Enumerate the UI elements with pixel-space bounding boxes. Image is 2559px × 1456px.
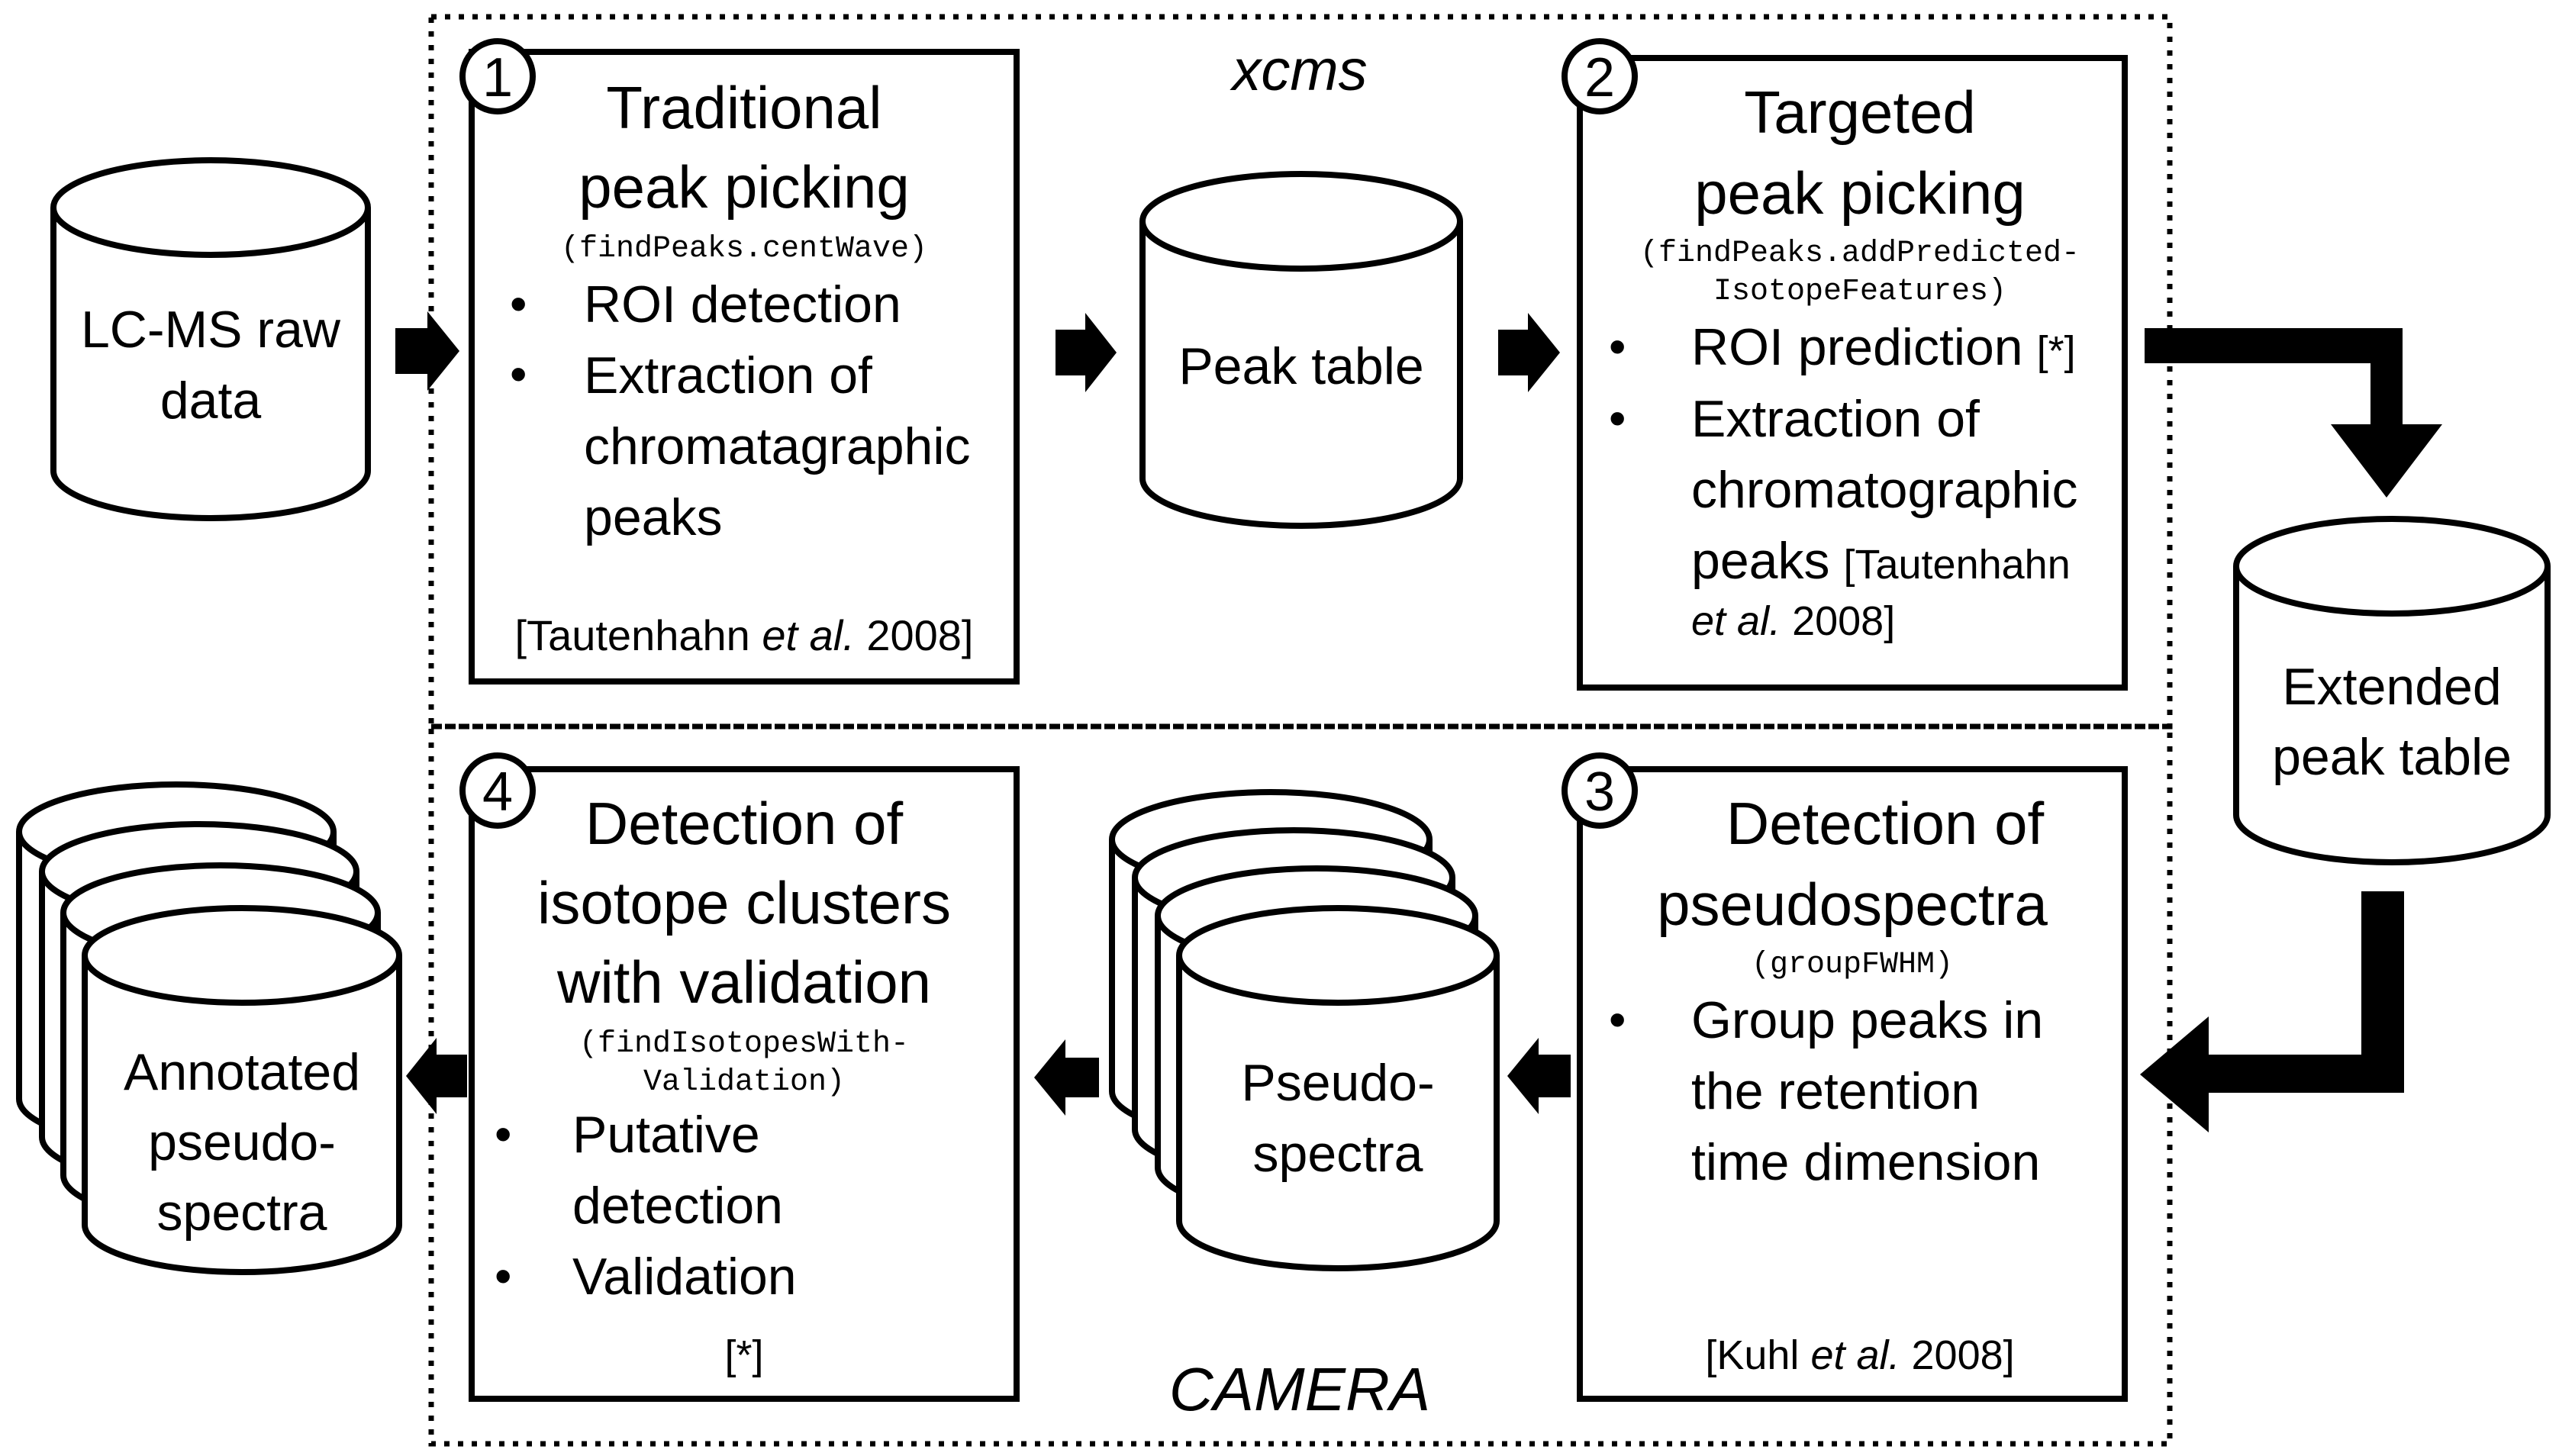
step-4-title-line-3: with validation — [556, 949, 931, 1016]
step-2-title-line-2: peak picking — [1694, 159, 2026, 227]
step-2-bullet-2-line-2: chromatographic — [1691, 461, 2077, 519]
step-4-box: 4 Detection of isotope clusters with val… — [459, 752, 1020, 1402]
step-3-number: 3 — [1584, 762, 1615, 823]
step-1-bullet-2-glyph: • — [510, 346, 527, 401]
extended-line-2: peak table — [2272, 728, 2512, 786]
step-3-bullet-1-line-3: time dimension — [1691, 1133, 2040, 1191]
step-2-number: 2 — [1584, 47, 1615, 108]
step-2-function-line-2: IsotopeFeatures) — [1713, 275, 2006, 309]
step-1-bullet-1-glyph: • — [510, 276, 527, 331]
step-4-citation: [*] — [724, 1332, 763, 1378]
step-3-function: (groupFWHM) — [1752, 948, 1953, 982]
step-2-box: 2 Targeted peak picking (findPeaks.addPr… — [1562, 38, 2128, 691]
camera-label: CAMERA — [1169, 1355, 1430, 1423]
pseudospectra-database-stack: Pseudo- spectra — [1109, 789, 1500, 1271]
arrow-peak-table-to-step2-icon — [1498, 313, 1560, 392]
step-1-citation: [Tautenhahn et al. 2008] — [515, 611, 974, 659]
arrow-pseudospectra-to-step4-icon — [1034, 1039, 1099, 1116]
raw-line-1: LC-MS raw — [81, 301, 341, 359]
arrow-step3-to-pseudospectra-icon — [1507, 1038, 1571, 1114]
pseudospectra-line-1: Pseudo- — [1241, 1054, 1434, 1112]
step-1-bullet-2-line-3: peaks — [584, 488, 722, 546]
step-2-citation: et al. 2008] — [1691, 598, 1895, 644]
arrow-step2-to-extended-icon — [2145, 328, 2442, 498]
step-1-title-line-2: peak picking — [579, 153, 910, 221]
raw-line-2: data — [160, 372, 262, 430]
step-3-bullet-1-line-2: the retention — [1691, 1062, 1980, 1120]
camera-region — [428, 723, 2173, 1447]
step-1-bullet-2-line-1: Extraction of — [584, 346, 872, 404]
step-3-bullet-1-glyph: • — [1609, 992, 1626, 1047]
step-4-bullet-2-glyph: • — [495, 1248, 511, 1303]
pseudospectra-line-2: spectra — [1253, 1125, 1423, 1183]
step-2-bullet-2-line-1: Extraction of — [1691, 390, 1980, 448]
step-1-bullet-2-line-2: chromatagraphic — [584, 417, 970, 475]
step-4-function-line-1: (findIsotopesWith- — [579, 1027, 909, 1061]
annotated-line-3: spectra — [157, 1184, 327, 1242]
step-4-function-line-2: Validation) — [643, 1065, 845, 1100]
step-2-function-line-1: (findPeaks.addPredicted- — [1640, 237, 2080, 271]
step-4-bullet-1-line-1: Putative — [572, 1106, 760, 1164]
peak-table-label: Peak table — [1178, 337, 1423, 395]
peak-table-database: Peak table — [1139, 171, 1463, 529]
step-4-bullet-1-glyph: • — [495, 1106, 511, 1161]
step-1-number: 1 — [482, 47, 513, 108]
step-1-bullet-1-text: ROI detection — [584, 275, 901, 333]
step-1-title-line-1: Traditional — [606, 74, 881, 141]
annotated-line-1: Annotated — [124, 1043, 360, 1101]
extended-line-1: Extended — [2282, 658, 2501, 716]
arrow-extended-to-step3-icon — [2140, 891, 2404, 1132]
step-1-function: (findPeaks.centWave) — [561, 232, 927, 266]
step-2-bullet-2-line-3: peaks[Tautenhahn — [1691, 532, 2071, 590]
step-1-box: 1 Traditional peak picking (findPeaks.ce… — [459, 38, 1020, 685]
step-4-number: 4 — [482, 762, 513, 823]
step-3-bullet-1-line-1: Group peaks in — [1691, 991, 2043, 1049]
arrow-step4-to-annotated-icon — [406, 1038, 467, 1114]
step-2-bullet-1-glyph: • — [1609, 319, 1626, 374]
xcms-label: xcms — [1229, 38, 1367, 103]
step-4-title-line-2: isotope clusters — [537, 869, 951, 936]
step-2-bullet-1-text: ROI prediction[*] — [1691, 318, 2076, 376]
step-4-bullet-2-text: Validation — [572, 1248, 797, 1306]
step-4-title-line-1: Detection of — [585, 790, 904, 857]
step-3-citation: [Kuhl et al. 2008] — [1705, 1332, 2014, 1378]
step-4-bullet-1-line-2: detection — [572, 1177, 783, 1235]
xcms-region — [428, 14, 2173, 730]
lcms-raw-data-database: LC-MS raw data — [50, 157, 371, 521]
step-2-bullet-2-glyph: • — [1609, 391, 1626, 446]
arrow-raw-to-step1-icon — [395, 311, 459, 391]
arrow-step1-to-peak-table-icon — [1056, 313, 1117, 392]
annotated-pseudospectra-database-stack: Annotated pseudo- spectra — [16, 781, 402, 1275]
annotated-line-2: pseudo- — [148, 1113, 336, 1171]
step-3-title-line-2: pseudospectra — [1657, 871, 2048, 938]
step-3-title-line-1: Detection of — [1726, 790, 2045, 857]
extended-peak-table-database: Extended peak table — [2233, 516, 2551, 865]
step-3-box: 3 Detection of pseudospectra (groupFWHM)… — [1562, 752, 2128, 1402]
step-2-title-line-1: Targeted — [1744, 79, 1976, 146]
